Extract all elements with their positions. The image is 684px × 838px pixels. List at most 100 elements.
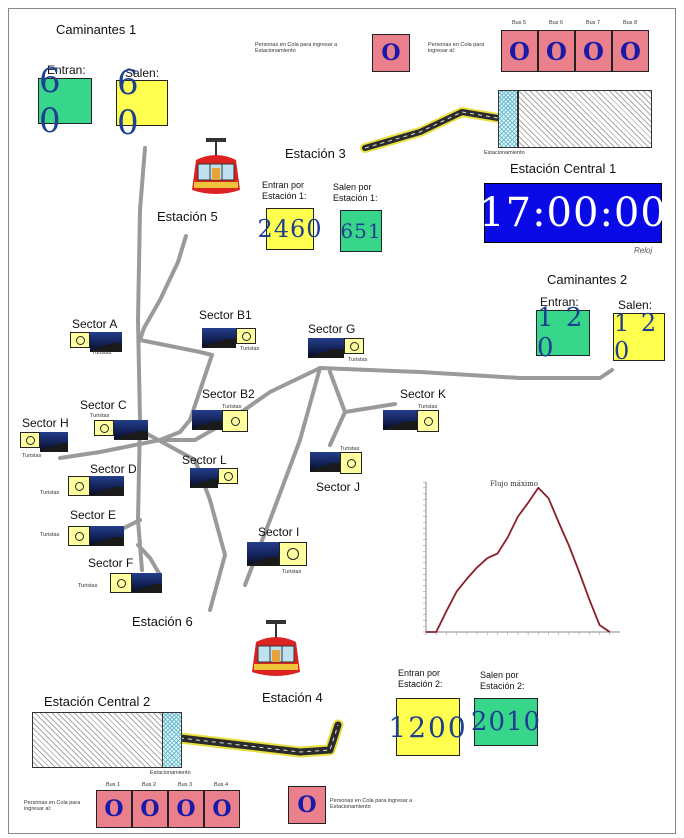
central2-parking-gate [162, 712, 182, 768]
sector-d-label: Sector D [90, 462, 137, 476]
sector-h-label: Sector H [22, 416, 69, 430]
sector-k-counter [417, 410, 439, 432]
bus3-counter: O [168, 790, 204, 828]
bus7-label: Bus 7 [585, 20, 601, 26]
sector-e-image [90, 526, 124, 546]
queue-top-parking-text: Personas en Cola para ingresar a Estacio… [255, 42, 338, 54]
bus2-label: Bus 2 [141, 782, 157, 788]
sector-b1[interactable] [202, 328, 256, 348]
station1-out-counter: 651 [340, 210, 382, 252]
bus5-label: Bus 5 [511, 20, 527, 26]
sector-e-label: Sector E [70, 508, 117, 522]
sector-b2-image [192, 410, 222, 430]
walkers2-title: Caminantes 2 [547, 272, 628, 287]
sector-g[interactable] [308, 338, 364, 358]
sector-k-image [383, 410, 417, 430]
sector-e-counter [68, 526, 90, 546]
sector-b2-caption: Turistas [222, 404, 242, 410]
central1-parking-label: Estacionamiento [484, 150, 525, 156]
walkers1-out-label: Salen: [125, 66, 160, 80]
road-station4 [174, 719, 344, 758]
sector-d-caption: Turistas [40, 490, 60, 496]
sector-f[interactable] [110, 573, 162, 593]
bus4-counter: O [204, 790, 240, 828]
station2-out-counter: 2010 [471, 698, 540, 746]
sector-f-label: Sector F [88, 556, 134, 570]
sector-c[interactable] [94, 420, 148, 440]
sector-k[interactable] [383, 410, 439, 432]
sector-j-ring [346, 458, 356, 468]
walkway-b2 [158, 353, 214, 442]
road-station3 [360, 107, 503, 153]
bus6-counter: O [538, 30, 575, 72]
walkers1-in-counter: 6 0 [38, 61, 92, 141]
sector-g-caption: Turistas [348, 357, 368, 363]
sector-l-ring [223, 471, 233, 481]
walkers1-in-label: Entran: [47, 63, 86, 77]
queue-top-buses-text: Personas en Cola para ingresar al: [428, 42, 485, 54]
walkway-paths [58, 146, 614, 612]
sector-i[interactable] [247, 542, 307, 566]
sector-b2-counter [222, 410, 248, 432]
chart-title: Flujo máximo [490, 480, 538, 488]
bus1-label: Bus 1 [105, 782, 121, 788]
station4-label: Estación 4 [262, 690, 323, 705]
sector-j[interactable] [310, 452, 362, 474]
station2-out-label: Salen por Estación 2: [480, 670, 525, 691]
walkers1-title: Caminantes 1 [56, 22, 137, 37]
sector-h[interactable] [20, 432, 68, 452]
central2-platform [32, 712, 164, 768]
sector-e-ring [74, 531, 84, 541]
bus2-counter: O [132, 790, 168, 828]
sector-b1-label: Sector B1 [199, 308, 252, 322]
sector-b2[interactable] [192, 410, 248, 432]
bus3-label: Bus 3 [177, 782, 193, 788]
walkway-station5 [138, 234, 188, 342]
sector-b2-ring [230, 416, 240, 426]
sector-i-counter [279, 542, 307, 566]
sector-h-ring [25, 435, 35, 445]
sector-k-caption: Turistas [418, 404, 438, 410]
walkway-j [328, 370, 347, 447]
bus1-counter: O [96, 790, 132, 828]
chart-ticks [423, 481, 611, 635]
walkway-k [343, 402, 397, 414]
sector-f-ring [116, 578, 126, 588]
walkway-b1 [138, 338, 214, 357]
sector-l-label: Sector L [182, 453, 227, 467]
walkers2-out-label: Salen: [618, 298, 653, 312]
sector-b1-caption: Turistas [240, 346, 260, 352]
central1-parking-gate [498, 90, 518, 148]
panel-frame [8, 8, 676, 834]
station6-label: Estación 6 [132, 614, 193, 629]
chart-series-line [426, 486, 611, 633]
cable-car-icon-2 [248, 620, 304, 682]
sector-e[interactable] [68, 526, 124, 546]
sector-f-caption: Turistas [78, 583, 98, 589]
sector-i-label: Sector I [258, 525, 300, 539]
bus8-counter: O [612, 30, 649, 72]
walkway-east [318, 366, 614, 380]
station1-out-label: Salen por Estación 1: [333, 182, 378, 203]
sector-l[interactable] [190, 468, 238, 488]
sector-d[interactable] [68, 476, 124, 496]
sector-c-caption: Turistas [90, 413, 110, 419]
sector-g-counter [344, 338, 364, 354]
clock-display: 17:00:00 [479, 183, 666, 243]
sector-b1-counter [236, 328, 256, 344]
queue-bottom-buses-text: Personas en Cola para ingresar al: [24, 800, 81, 812]
sector-a[interactable] [70, 332, 122, 352]
walkway-west-link [58, 366, 322, 460]
walkway-station6 [138, 428, 227, 612]
sector-a-label: Sector A [72, 317, 118, 331]
station3-label: Estación 3 [285, 146, 346, 161]
station5-label: Estación 5 [157, 209, 218, 224]
station1-in-counter: 2460 [257, 208, 322, 250]
sector-c-image [114, 420, 148, 440]
walkers1-out-counter: 6 0 [116, 63, 168, 143]
walkers2-in-label: Entran: [540, 295, 579, 309]
sector-k-ring [423, 416, 433, 426]
bus4-label: Bus 4 [213, 782, 229, 788]
sector-g-label: Sector G [308, 322, 356, 336]
